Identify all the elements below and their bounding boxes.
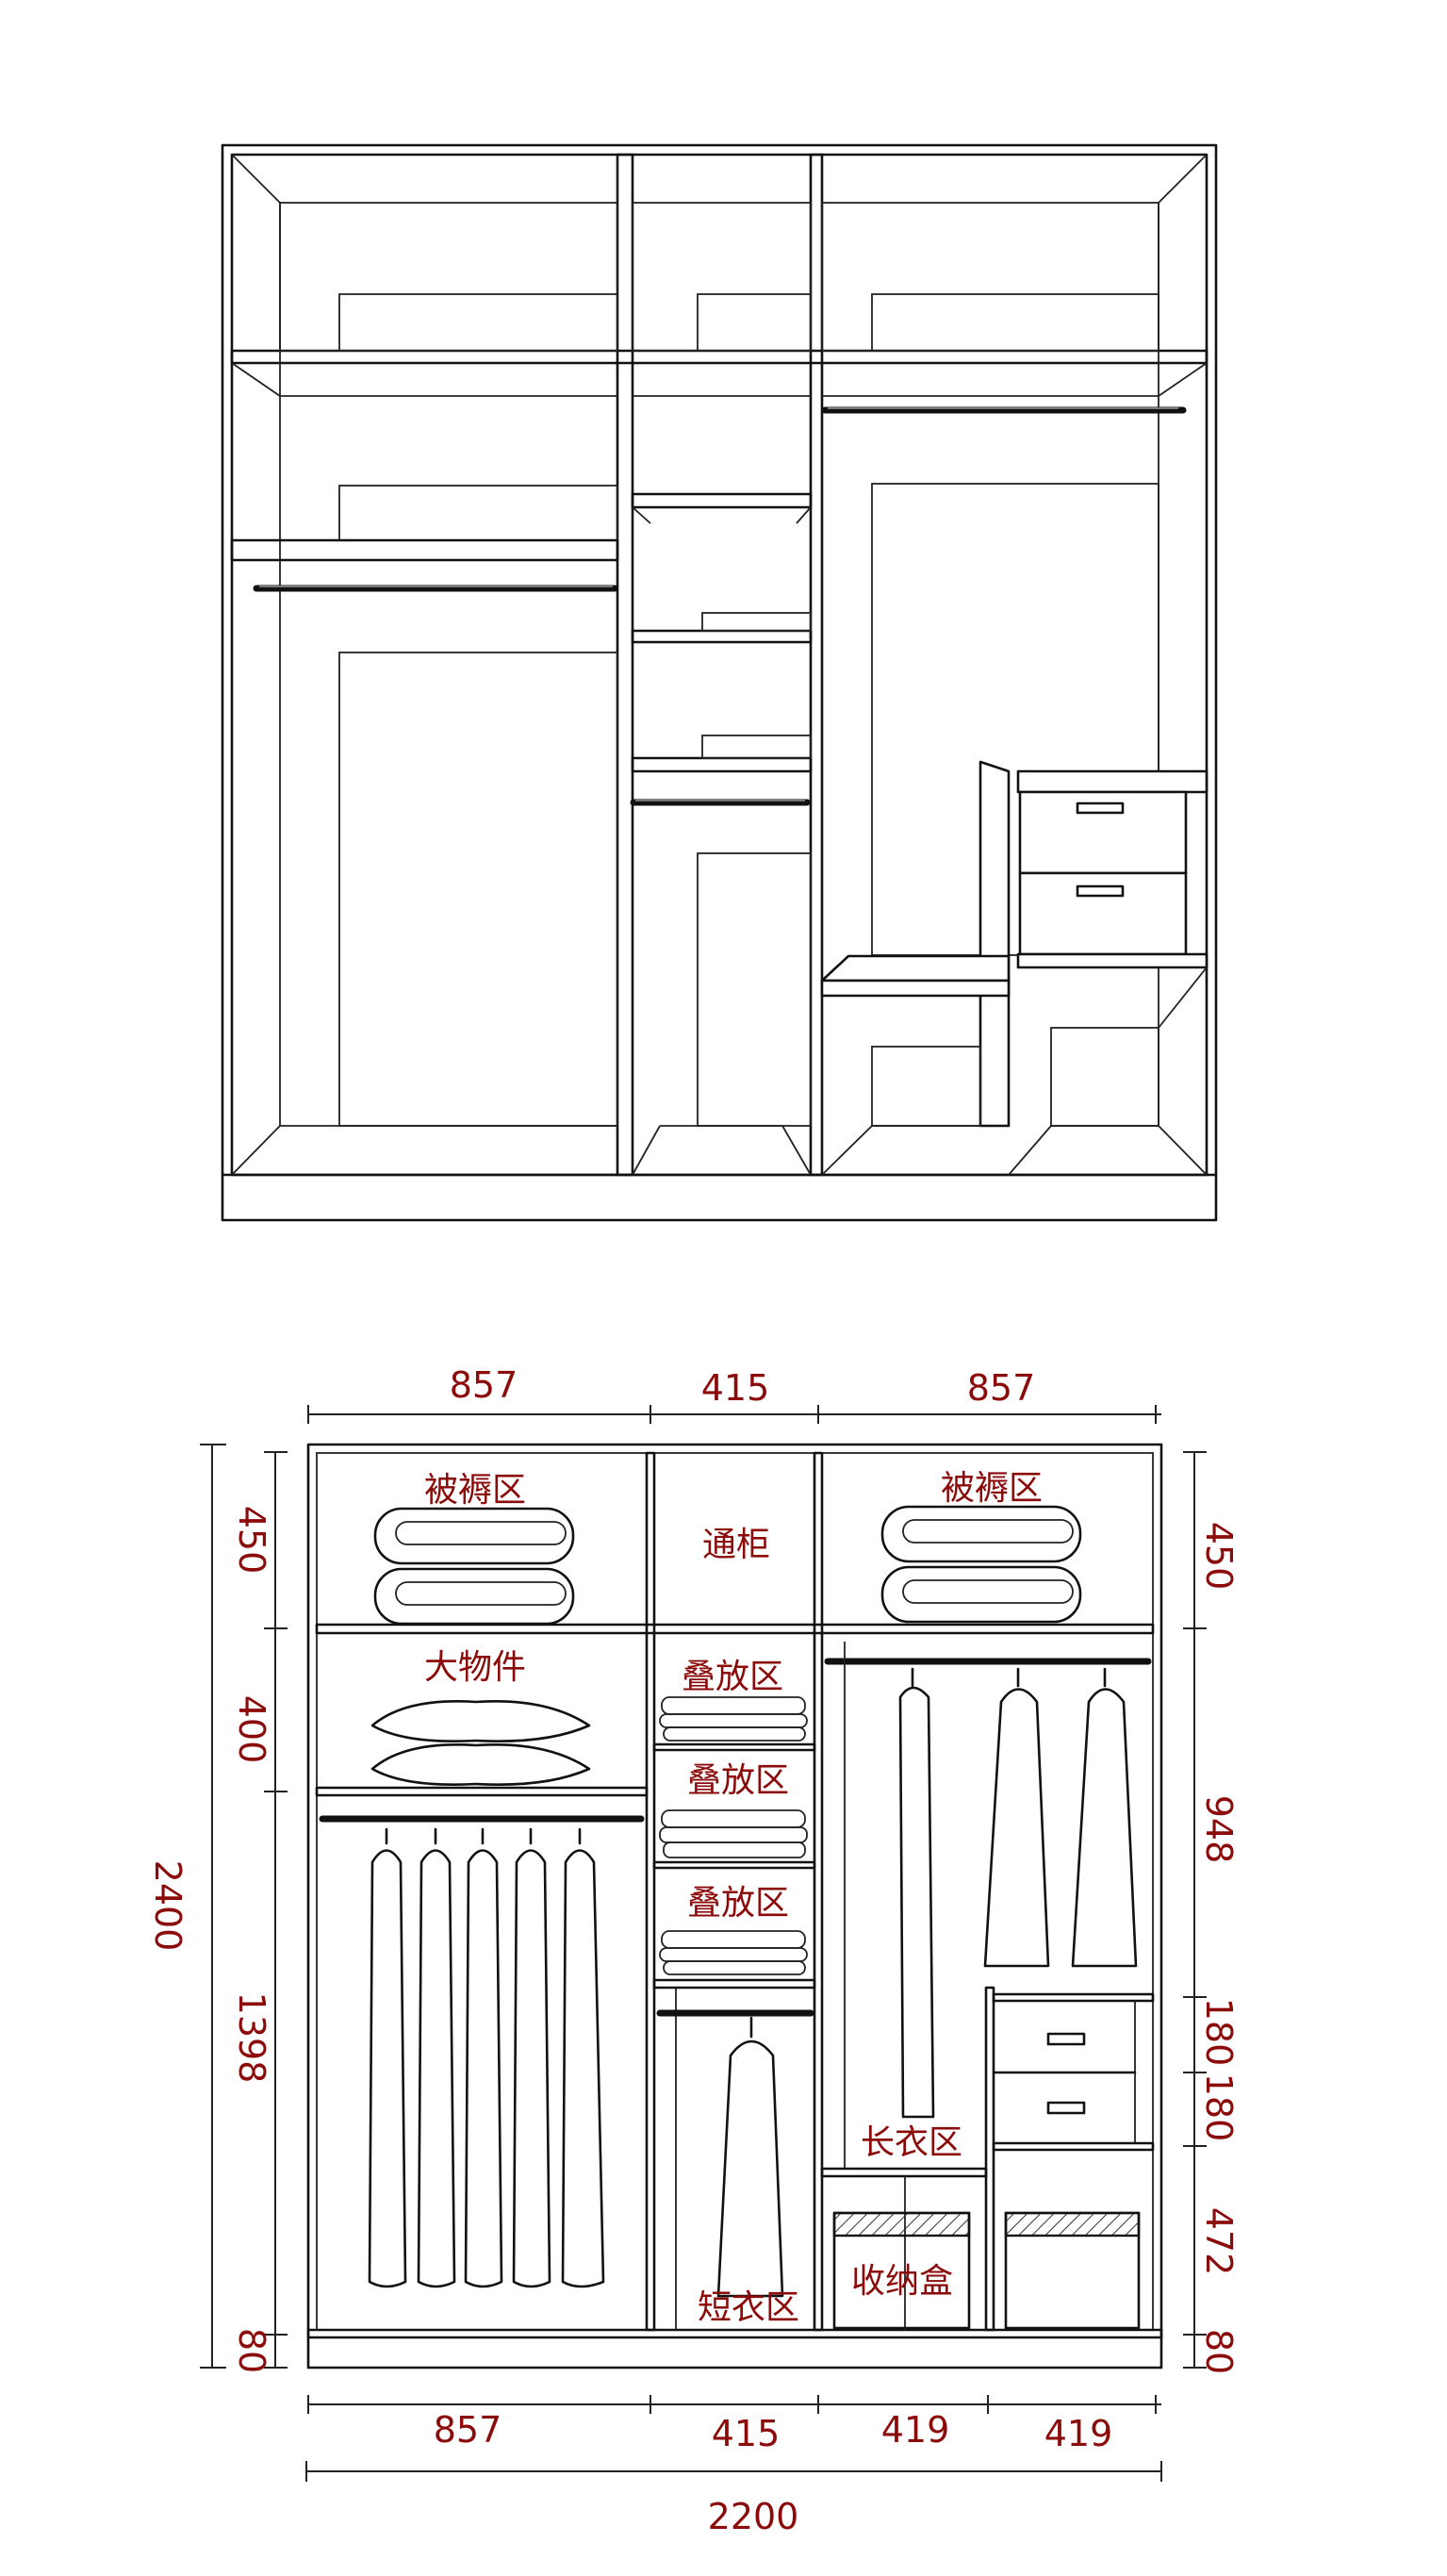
label-short-coat: 短衣区: [698, 2288, 799, 2327]
pillow-icon: [370, 1700, 591, 1786]
label-folding-1: 叠放区: [682, 1658, 783, 1696]
storage-box-right: [1004, 2211, 1141, 2330]
drawer-upper: [1018, 790, 1188, 875]
label-bedding-right: 被褥区: [941, 1469, 1043, 1508]
drawer-handle-icon: [1046, 2032, 1086, 2046]
long-coat-icon: [898, 1667, 935, 2119]
label-large-items: 大物件: [424, 1648, 526, 1687]
dim-left-2: 400: [231, 1695, 272, 1764]
elevation-drawing: 被褥区 通柜 被褥区 大物件 叠放区 叠放区 叠放区 长衣区 收纳盒 短衣区 8…: [147, 1364, 1240, 2537]
short-coat-icon: [716, 2016, 784, 2298]
drawer-side-panel: [984, 1986, 995, 2332]
dimension-lines: [200, 1405, 1207, 2482]
dim-total-height: 2400: [147, 1860, 189, 1952]
top-shelf: [230, 349, 1209, 365]
dim-right-4: 180: [1198, 2073, 1240, 2142]
dim-left-3: 1398: [231, 1992, 272, 2084]
cabinet-frame: [306, 1443, 1163, 2370]
label-folding-3: 叠放区: [687, 1884, 789, 1923]
divider-right: [809, 153, 824, 1177]
storage-box-left: [832, 2211, 971, 2330]
drawer-side-panel: [978, 760, 1011, 1128]
dim-top-left: 857: [450, 1364, 518, 1406]
cabinet-outline: [221, 143, 1218, 1222]
jacket-icon: [1071, 1667, 1138, 1968]
dim-right-5: 472: [1198, 2207, 1240, 2276]
jacket-icon: [983, 1667, 1050, 1968]
folded-clothes-icon: [659, 1696, 808, 1975]
folded-blanket-icon: [373, 1507, 575, 1626]
dim-top-middle: 415: [701, 1367, 770, 1409]
dim-bottom-1: 857: [434, 2409, 502, 2451]
label-folding-2: 叠放区: [687, 1761, 789, 1800]
drawer-handle-icon: [1046, 2101, 1086, 2115]
dim-right-1: 450: [1198, 1522, 1240, 1591]
label-long-coat: 长衣区: [861, 2123, 962, 2162]
dim-total-width: 2200: [708, 2496, 799, 2537]
folded-blanket-icon: [880, 1505, 1082, 1624]
perspective-sketch: [221, 143, 1218, 1222]
dim-bottom-4: 419: [1044, 2413, 1113, 2454]
dim-right-3: 180: [1198, 1998, 1240, 2067]
drawer-handle-icon: [1076, 884, 1125, 898]
plinth: [306, 2328, 1163, 2339]
divider-left: [616, 153, 634, 1177]
left-shelf: [230, 538, 619, 562]
dim-bottom-2: 415: [712, 2413, 781, 2454]
drawer-handle-icon: [1076, 801, 1125, 815]
label-open-cabinet: 通柜: [702, 1526, 770, 1564]
dim-right-6: 80: [1198, 2329, 1240, 2374]
label-bedding-left: 被褥区: [424, 1471, 526, 1510]
hanging-coats-icon: [368, 1827, 605, 2288]
dim-left-4: 80: [231, 2328, 272, 2373]
dim-right-2: 948: [1198, 1795, 1240, 1864]
dim-left-1: 450: [231, 1506, 272, 1575]
label-storage-box: 收纳盒: [851, 2262, 953, 2301]
dim-top-right: 857: [967, 1367, 1036, 1409]
dim-bottom-3: 419: [881, 2409, 950, 2451]
